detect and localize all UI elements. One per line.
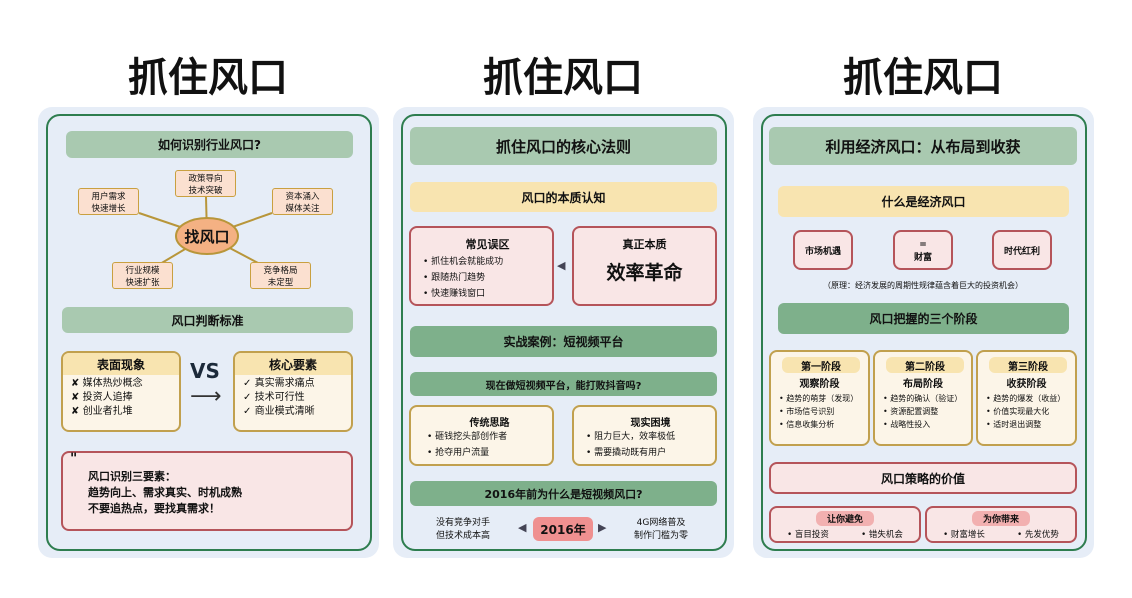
market-opportunity-box: 市场机遇	[793, 230, 853, 270]
why-header: 2016年前为什么是短视频风口?	[410, 481, 717, 506]
wealth-box: =财富	[893, 230, 953, 270]
node-competition: 竞争格局未定型	[250, 262, 311, 289]
stage-2-box: 第二阶段 布局阶段 趋势的确认（验证）资源配置调整战略性投入	[873, 350, 973, 446]
essence-header: 风口的本质认知	[410, 182, 717, 212]
panel-1-frame	[46, 114, 372, 551]
node-policy: 政策导向技术突破	[175, 170, 236, 197]
value-header: 风口策略的价值	[769, 462, 1077, 494]
question-header: 现在做短视频平台，能打败抖音吗?	[410, 372, 717, 396]
principle-note: （原理：经济发展的周期性规律蕴含着巨大的投资机会）	[823, 281, 1023, 290]
era-dividend-box: 时代红利	[992, 230, 1052, 270]
core-box: 核心要素 ✓ 真实需求痛点 ✓ 技术可行性 ✓ 商业模式清晰	[233, 351, 353, 432]
panel-3-frame	[761, 114, 1087, 551]
title-3: 抓住风口	[843, 55, 1003, 101]
vs-label: VS	[190, 359, 220, 383]
economic-header: 利用经济风口：从布局到收获	[769, 127, 1077, 165]
identify-header: 如何识别行业风口?	[66, 131, 353, 158]
core-rules-header: 抓住风口的核心法则	[410, 127, 717, 165]
node-demand: 用户需求快速增长	[78, 188, 139, 215]
quote-text: 风口识别三要素：趋势向上、需求真实、时机成熟不要追热点，要找真需求！	[88, 470, 242, 515]
center-node	[175, 217, 239, 255]
arrow-left-icon: ◀	[518, 521, 527, 534]
core-list: ✓ 真实需求痛点 ✓ 技术可行性 ✓ 商业模式清晰	[243, 378, 315, 417]
surface-list: ✘ 媒体热炒概念 ✘ 投资人追捧 ✘ 创业者扎堆	[71, 378, 143, 417]
mindmap-connectors	[138, 196, 273, 265]
year-badge: 2016年	[533, 517, 593, 541]
stage-1-box: 第一阶段 观察阶段 趋势的萌芽（发现）市场信号识别信息收集分析	[769, 350, 870, 446]
truth-value: 效率革命	[606, 262, 683, 284]
quote-box: " 风口识别三要素：趋势向上、需求真实、时机成熟不要追热点，要找真需求！	[61, 451, 353, 531]
title-2: 抓住风口	[483, 55, 643, 101]
criteria-header: 风口判断标准	[62, 307, 353, 333]
arrow-left-icon: ◀	[557, 259, 566, 272]
stages-header: 风口把握的三个阶段	[778, 303, 1069, 334]
stage-3-box: 第三阶段 收获阶段 趋势的爆发（收益）价值实现最大化适时退出调整	[976, 350, 1077, 446]
right-note: 4G网络普及制作门槛为零	[633, 518, 688, 541]
truth-box: 真正本质 效率革命	[572, 226, 717, 306]
traditional-box: 传统思路 砸钱挖头部创作者抢夺用户流量	[409, 405, 554, 466]
what-header: 什么是经济风口	[778, 186, 1069, 217]
case-header: 实战案例：短视频平台	[410, 326, 717, 357]
title-1: 抓住风口	[128, 55, 288, 101]
center-node-label: 找风口	[184, 228, 230, 246]
core-title: 核心要素	[235, 353, 351, 375]
quote-icon: "	[70, 451, 78, 467]
node-scale: 行业规模快速扩张	[112, 262, 173, 289]
bring-box: 为你带来 • 财富增长• 先发优势	[925, 506, 1077, 543]
reality-box: 现实困境 阻力巨大，效率极低需要撬动既有用户	[572, 405, 717, 466]
myth-box: 常见误区 抓住机会就能成功跟随热门趋势快速赚钱窗口	[409, 226, 554, 306]
arrow-right-icon: ⟶	[190, 384, 222, 409]
avoid-box: 让你避免 • 盲目投资• 错失机会	[769, 506, 921, 543]
left-note: 没有竞争对手但技术成本高	[435, 518, 490, 541]
arrow-right-icon: ▶	[598, 521, 607, 534]
panel-2-frame	[401, 114, 727, 551]
surface-box: 表面现象 ✘ 媒体热炒概念 ✘ 投资人追捧 ✘ 创业者扎堆	[61, 351, 181, 432]
node-capital: 资本涌入媒体关注	[272, 188, 333, 215]
surface-title: 表面现象	[63, 353, 179, 375]
